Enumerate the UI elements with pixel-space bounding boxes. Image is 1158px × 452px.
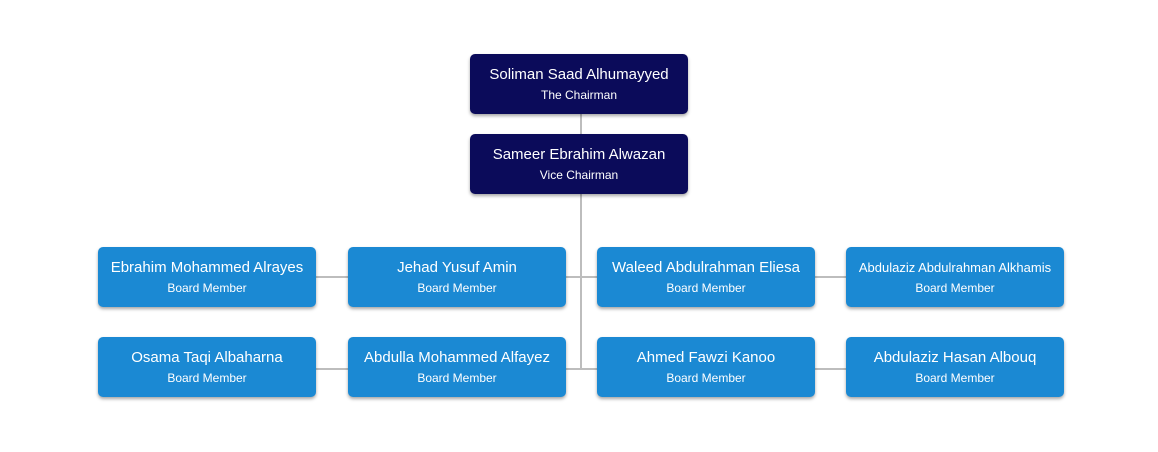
node-board-member[interactable]: Ahmed Fawzi Kanoo Board Member [597, 337, 815, 397]
node-board-member[interactable]: Waleed Abdulrahman Eliesa Board Member [597, 247, 815, 307]
node-title: Board Member [666, 281, 746, 295]
node-name: Abdulaziz Abdulrahman Alkhamis [858, 260, 1052, 275]
node-vice-chairman[interactable]: Sameer Ebrahim Alwazan Vice Chairman [470, 134, 688, 194]
node-board-member[interactable]: Abdulla Mohammed Alfayez Board Member [348, 337, 566, 397]
node-board-member[interactable]: Osama Taqi Albaharna Board Member [98, 337, 316, 397]
node-board-member[interactable]: Abdulaziz Hasan Albouq Board Member [846, 337, 1064, 397]
node-board-member[interactable]: Jehad Yusuf Amin Board Member [348, 247, 566, 307]
node-name: Waleed Abdulrahman Eliesa [612, 259, 800, 276]
node-title: Board Member [417, 371, 497, 385]
node-title: Board Member [167, 281, 247, 295]
node-name: Abdulaziz Hasan Albouq [873, 349, 1037, 366]
node-title: Board Member [915, 371, 995, 385]
node-name: Jehad Yusuf Amin [397, 259, 517, 276]
node-title: Board Member [666, 371, 746, 385]
node-title: Board Member [167, 371, 247, 385]
node-title: The Chairman [540, 88, 618, 102]
node-title: Board Member [915, 281, 995, 295]
node-title: Board Member [417, 281, 497, 295]
node-name: Abdulla Mohammed Alfayez [364, 349, 550, 366]
node-name: Soliman Saad Alhumayyed [489, 66, 669, 83]
node-board-member[interactable]: Abdulaziz Abdulrahman Alkhamis Board Mem… [846, 247, 1064, 307]
node-title: Vice Chairman [539, 168, 619, 182]
node-name: Osama Taqi Albaharna [131, 349, 283, 366]
node-chairman[interactable]: Soliman Saad Alhumayyed The Chairman [470, 54, 688, 114]
node-board-member[interactable]: Ebrahim Mohammed Alrayes Board Member [98, 247, 316, 307]
node-name: Ahmed Fawzi Kanoo [636, 349, 776, 366]
node-name: Ebrahim Mohammed Alrayes [110, 259, 304, 276]
node-name: Sameer Ebrahim Alwazan [492, 146, 666, 163]
